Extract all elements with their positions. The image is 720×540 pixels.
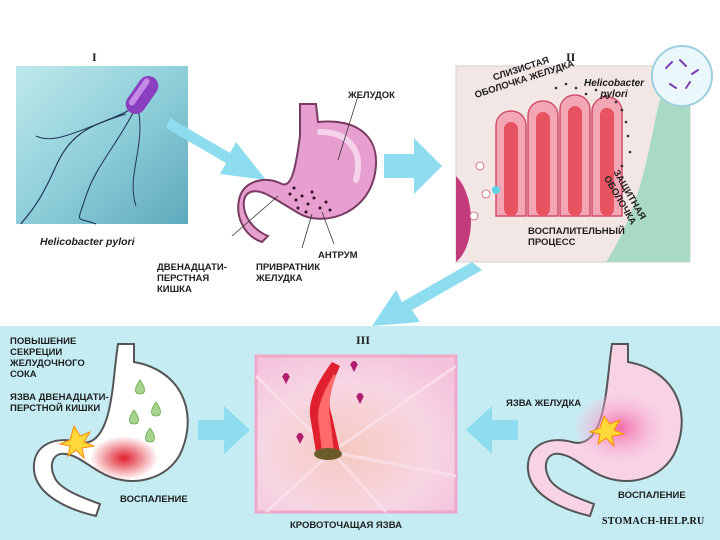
label-bleeding-ulcer: КРОВОТОЧАЩАЯ ЯЗВА (290, 520, 402, 531)
label-helicobacter: Helicobacter pylori (584, 78, 645, 100)
helicobacter-bacterium-icon (125, 75, 159, 115)
label-stomach: ЖЕЛУДОК (348, 90, 395, 101)
label-secretion: ПОВЫШЕНИЕ СЕКРЕЦИИ ЖЕЛУДОЧНОГО СОКА (10, 336, 85, 380)
ulcer-flash-icon (58, 424, 96, 460)
duodenal-ulcer-stomach (32, 343, 189, 518)
bacterium-micrograph (16, 66, 188, 225)
stage-2-label: II (566, 50, 576, 64)
stage-1-label: I (92, 50, 97, 64)
arrow-to-stomach (166, 118, 266, 180)
gastric-ulcer-stomach (526, 343, 683, 518)
mucosa-closeup (455, 65, 691, 263)
label-duodenal-ulcer: ЯЗВА ДВЕНАДЦАТИ- ПЕРСТНОЙ КИШКИ (10, 392, 109, 414)
bleeding-ulcer-closeup (254, 354, 458, 514)
arrow-to-mucosa (384, 138, 442, 194)
ulcer-flash-icon (588, 414, 626, 448)
top-band (0, 0, 720, 46)
label-gastric-ulcer: ЯЗВА ЖЕЛУДКА (506, 398, 582, 409)
label-pylorus: ПРИВРАТНИК ЖЕЛУДКА (256, 262, 321, 284)
stomach-diagram (231, 95, 377, 249)
label-inflammatory-process: ВОСПАЛИТЕЛЬНЫЙ ПРОЦЕСС (528, 226, 625, 248)
arrow-left-to-center (198, 406, 250, 454)
label-antrum: АНТРУМ (318, 250, 358, 261)
label-inflammation-left: ВОСПАЛЕНИЕ (120, 494, 188, 505)
arrow-right-to-center (466, 406, 518, 454)
watermark: STOMACH-HELP.RU (602, 516, 705, 527)
label-duodenum: ДВЕНАДЦАТИ- ПЕРСТНАЯ КИШКА (157, 262, 227, 295)
arrow-to-bottom (372, 262, 482, 326)
stage-3-label: III (356, 333, 371, 347)
bacterium-caption: Helicobacter pylori (40, 236, 135, 248)
bacteria-bubble-icon (651, 45, 713, 107)
label-inflammation-right: ВОСПАЛЕНИЕ (618, 490, 686, 501)
